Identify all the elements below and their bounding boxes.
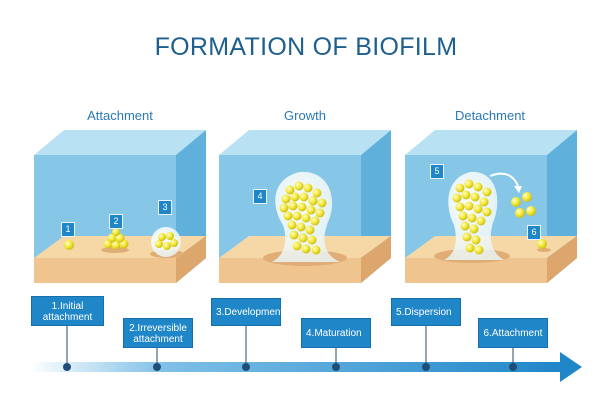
tank-growth <box>219 130 391 283</box>
growth-cell-cluster <box>279 181 327 255</box>
marker-2: 2 <box>109 214 123 229</box>
marker-4: 4 <box>253 189 267 204</box>
dispersion-arrow-icon <box>514 186 522 193</box>
detachment-cell-cluster <box>452 179 492 255</box>
step-initial-attachment: 1.Initial attachment <box>31 296 104 326</box>
timeline-arrow <box>30 352 582 382</box>
timeline-dot <box>509 363 517 371</box>
timeline-dot <box>153 363 161 371</box>
step-development: 3.Development <box>211 298 283 326</box>
timeline-dot <box>242 363 250 371</box>
diagram-title: FORMATION OF BIOFILM <box>154 33 458 61</box>
marker-3: 3 <box>158 200 172 215</box>
timeline-dot <box>332 363 340 371</box>
step-irreversible-attachment: 2.Irreversible attachment <box>123 318 193 348</box>
marker-5: 5 <box>430 164 444 179</box>
tank-detachment <box>405 130 577 283</box>
marker-1: 1 <box>61 222 75 237</box>
timeline-dot <box>63 363 71 371</box>
step-dispersion: 5.Dispersion <box>391 298 461 326</box>
tank-attachment <box>34 130 206 283</box>
timeline-dot <box>422 363 430 371</box>
stage-label-detachment: Detachment <box>454 108 526 123</box>
marker-6: 6 <box>527 225 541 240</box>
stage-label-attachment: Attachment <box>87 108 153 123</box>
stage-label-growth: Growth <box>284 108 326 123</box>
step-maturation: 4.Maturation <box>301 318 371 348</box>
step-attachment: 6.Attachment <box>478 318 548 348</box>
